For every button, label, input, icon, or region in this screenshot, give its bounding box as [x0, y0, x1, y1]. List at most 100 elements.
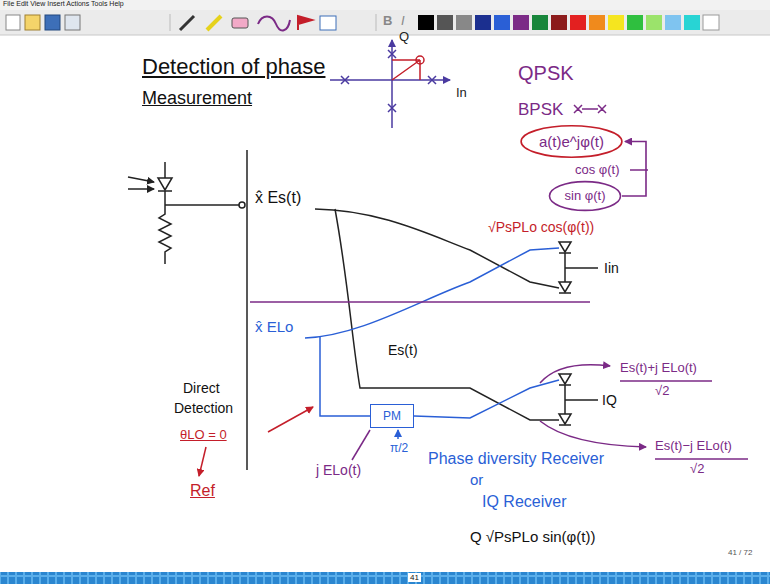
node-text: PM: [383, 409, 401, 423]
field-denominator: √2: [690, 462, 704, 477]
separator: [170, 14, 171, 31]
phase-modulator-box: PM: [370, 404, 414, 428]
signal-ellipse: a(t)e^jφ(t): [519, 124, 624, 159]
reference-arrow: [268, 407, 313, 432]
receiver-name: IQ Receiver: [482, 493, 566, 511]
lo-wire: [320, 337, 370, 416]
format-label: BPSK: [518, 100, 563, 120]
direct-detection-circuit: [128, 162, 245, 264]
new-icon: [6, 15, 20, 30]
photodiode-symbol: [559, 242, 571, 252]
output-name: Iin: [604, 260, 619, 276]
photodiode-symbol: [559, 374, 571, 384]
output-expression: √PsPLo cos(φ(t)): [488, 219, 594, 235]
color-swatch: [475, 15, 491, 30]
menu-items: File Edit View Insert Actions Tools Help: [3, 0, 124, 8]
color-swatch: [665, 15, 681, 30]
open-icon: [25, 15, 40, 30]
ellipse-shape: [521, 126, 622, 158]
slide-heading: Detection of phase: [142, 54, 325, 79]
menu-bar: [0, 0, 770, 10]
detector-wire: [565, 253, 598, 282]
color-swatch: [494, 15, 510, 30]
photodiode-bar: [559, 424, 571, 426]
toolbar: [0, 10, 770, 35]
insert-icon: [320, 16, 336, 30]
output-expression: Q √PsPLo sin(φ(t)): [470, 528, 595, 545]
format-label: QPSK: [518, 62, 574, 85]
field-arrow: [540, 365, 610, 383]
highlighter-icon: [207, 16, 221, 30]
reference-note: Ref: [190, 482, 215, 500]
resistor-symbol: [159, 191, 171, 264]
separator: [376, 14, 377, 31]
node-text: a(t)e^jφ(t): [539, 133, 604, 151]
toolbar-icons: [6, 14, 376, 31]
output-terminal: [239, 202, 245, 208]
photodiode-symbol: [559, 282, 571, 292]
color-palette: [418, 15, 719, 30]
toolbar-bold: B: [383, 14, 392, 29]
divider-line: [246, 150, 248, 470]
toolbar-italic: I: [401, 14, 405, 29]
phasor-point: [416, 56, 424, 64]
phasor: [392, 60, 420, 80]
flag-icon: [298, 16, 312, 30]
color-swatch: [684, 15, 700, 30]
slide-subheading: Measurement: [142, 88, 252, 109]
color-swatch: [703, 15, 719, 30]
constellation-points: [341, 50, 436, 112]
color-swatch: [589, 15, 605, 30]
axis-label: In: [456, 86, 467, 101]
lo-wire: [305, 248, 559, 338]
leader-line: [352, 430, 370, 460]
section-divider: [250, 301, 590, 303]
field-expression: Es(t)+j ELo(t): [620, 361, 697, 376]
light-arrow: [128, 188, 154, 190]
photodiode-symbol: [559, 414, 571, 424]
color-swatch: [532, 15, 548, 30]
page-number: 41: [408, 573, 421, 582]
save-icon: [45, 15, 60, 30]
photodiode-bar: [559, 292, 571, 294]
color-swatch: [513, 15, 529, 30]
receiver-name: Phase diversity Receiver: [428, 450, 604, 468]
section-label: Detection: [174, 400, 233, 416]
fraction-bar: [655, 458, 748, 460]
bpsk-points: [574, 105, 606, 113]
color-swatch: [551, 15, 567, 30]
output-name: IQ: [602, 392, 617, 408]
signal-label: Es(t): [388, 342, 418, 358]
wire: [165, 204, 240, 206]
signal-wire: [335, 209, 559, 420]
signal-label: x̂ Es(t): [255, 189, 301, 207]
color-swatch: [570, 15, 586, 30]
wire: [164, 162, 166, 178]
eraser-icon: [232, 18, 248, 28]
reference-arrow: [199, 447, 206, 476]
fraction-bar: [620, 380, 712, 382]
page-bar-ticks: [0, 572, 770, 584]
color-swatch: [627, 15, 643, 30]
color-swatch: [437, 15, 453, 30]
color-swatch: [646, 15, 662, 30]
relation-arrow: [622, 142, 646, 197]
lo-wire: [414, 380, 559, 418]
quadrature-ellipse: sin φ(t): [548, 180, 622, 212]
toolbar-border: [0, 35, 770, 36]
phase-shift-label: π/2: [390, 442, 408, 456]
field-arrow: [540, 421, 646, 447]
signal-term: cos φ(t): [575, 163, 620, 178]
color-swatch: [608, 15, 624, 30]
color-swatch: [418, 15, 434, 30]
pen-icon: [180, 16, 194, 30]
phase-shift-arrow: [397, 430, 399, 439]
lo-expression: j ELo(t): [316, 462, 361, 478]
field-expression: Es(t)−j ELo(t): [655, 439, 732, 454]
balanced-detectors: [559, 242, 598, 425]
light-arrow: [128, 177, 154, 182]
color-swatch: [456, 15, 472, 30]
